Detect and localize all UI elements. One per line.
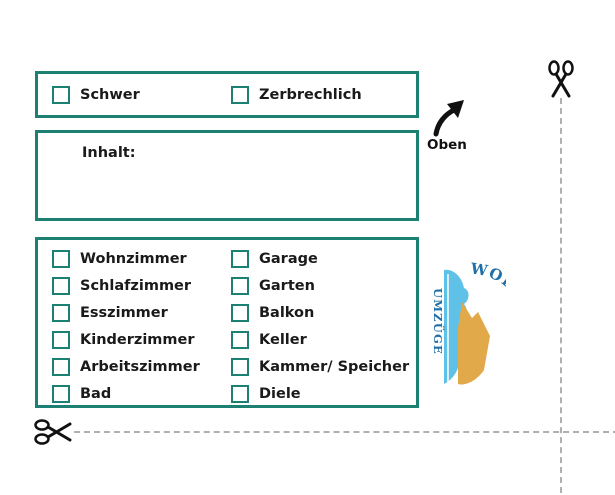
checkbox-item-keller[interactable]: Keller bbox=[231, 329, 307, 351]
checkbox[interactable] bbox=[231, 250, 249, 268]
checkbox-label: Schlafzimmer bbox=[80, 278, 192, 294]
checkbox-label: Bad bbox=[80, 386, 112, 402]
checkbox-item-kinderzimmer[interactable]: Kinderzimmer bbox=[52, 329, 195, 351]
mountain-shape bbox=[458, 302, 490, 385]
checkbox-label: Garten bbox=[259, 278, 315, 294]
checkbox-item-schwer[interactable]: Schwer bbox=[52, 84, 140, 106]
contents-box[interactable]: Inhalt: bbox=[35, 130, 419, 221]
handling-box: Schwer Zerbrechlich bbox=[35, 71, 419, 118]
checkbox[interactable] bbox=[231, 331, 249, 349]
checkbox-label: Arbeitszimmer bbox=[80, 359, 200, 375]
checkbox-label: Kinderzimmer bbox=[80, 332, 195, 348]
checkbox-item-garage[interactable]: Garage bbox=[231, 248, 318, 270]
wolkenberg-logo: WOLKENBERG UMZÜGE bbox=[431, 262, 506, 385]
checkbox-item-garten[interactable]: Garten bbox=[231, 275, 315, 297]
checkbox[interactable] bbox=[52, 331, 70, 349]
checkbox-label: Balkon bbox=[259, 305, 315, 321]
checkbox[interactable] bbox=[231, 277, 249, 295]
contents-label: Inhalt: bbox=[82, 145, 136, 161]
rooms-box: Wohnzimmer Schlafzimmer Esszimmer Kinder… bbox=[35, 237, 419, 408]
checkbox-label: Keller bbox=[259, 332, 307, 348]
checkbox-label: Esszimmer bbox=[80, 305, 168, 321]
checkbox-label: Kammer/ Speicher bbox=[259, 359, 410, 375]
checkbox[interactable] bbox=[52, 86, 70, 104]
checkbox[interactable] bbox=[52, 358, 70, 376]
cut-line-horizontal bbox=[74, 431, 615, 433]
cloud-shape bbox=[444, 269, 469, 384]
checkbox-item-kammer-speicher[interactable]: Kammer/ Speicher bbox=[231, 356, 409, 378]
checkbox-item-diele[interactable]: Diele bbox=[231, 383, 301, 405]
checkbox-label: Garage bbox=[259, 251, 318, 267]
orientation-label: Oben bbox=[427, 137, 467, 153]
checkbox-item-bad[interactable]: Bad bbox=[52, 383, 111, 405]
scissors-icon bbox=[34, 419, 72, 445]
checkbox-item-arbeitszimmer[interactable]: Arbeitszimmer bbox=[52, 356, 200, 378]
checkbox-label: Zerbrechlich bbox=[259, 87, 362, 103]
checkbox[interactable] bbox=[231, 358, 249, 376]
up-arrow-icon bbox=[433, 100, 464, 137]
checkbox-item-zerbrechlich[interactable]: Zerbrechlich bbox=[231, 84, 362, 106]
checkbox[interactable] bbox=[52, 385, 70, 403]
checkbox[interactable] bbox=[52, 277, 70, 295]
checkbox[interactable] bbox=[231, 86, 249, 104]
checkbox-item-esszimmer[interactable]: Esszimmer bbox=[52, 302, 168, 324]
checkbox[interactable] bbox=[52, 304, 70, 322]
cut-line-vertical bbox=[560, 98, 562, 493]
checkbox-item-schlafzimmer[interactable]: Schlafzimmer bbox=[52, 275, 191, 297]
checkbox-item-balkon[interactable]: Balkon bbox=[231, 302, 314, 324]
scissors-icon bbox=[548, 60, 574, 98]
checkbox[interactable] bbox=[231, 304, 249, 322]
checkbox[interactable] bbox=[52, 250, 70, 268]
checkbox[interactable] bbox=[231, 385, 249, 403]
checkbox-label: Wohnzimmer bbox=[80, 251, 187, 267]
checkbox-label: Schwer bbox=[80, 87, 140, 103]
logo-text-umzuege: UMZÜGE bbox=[431, 288, 445, 355]
checkbox-item-wohnzimmer[interactable]: Wohnzimmer bbox=[52, 248, 187, 270]
checkbox-label: Diele bbox=[259, 386, 301, 402]
